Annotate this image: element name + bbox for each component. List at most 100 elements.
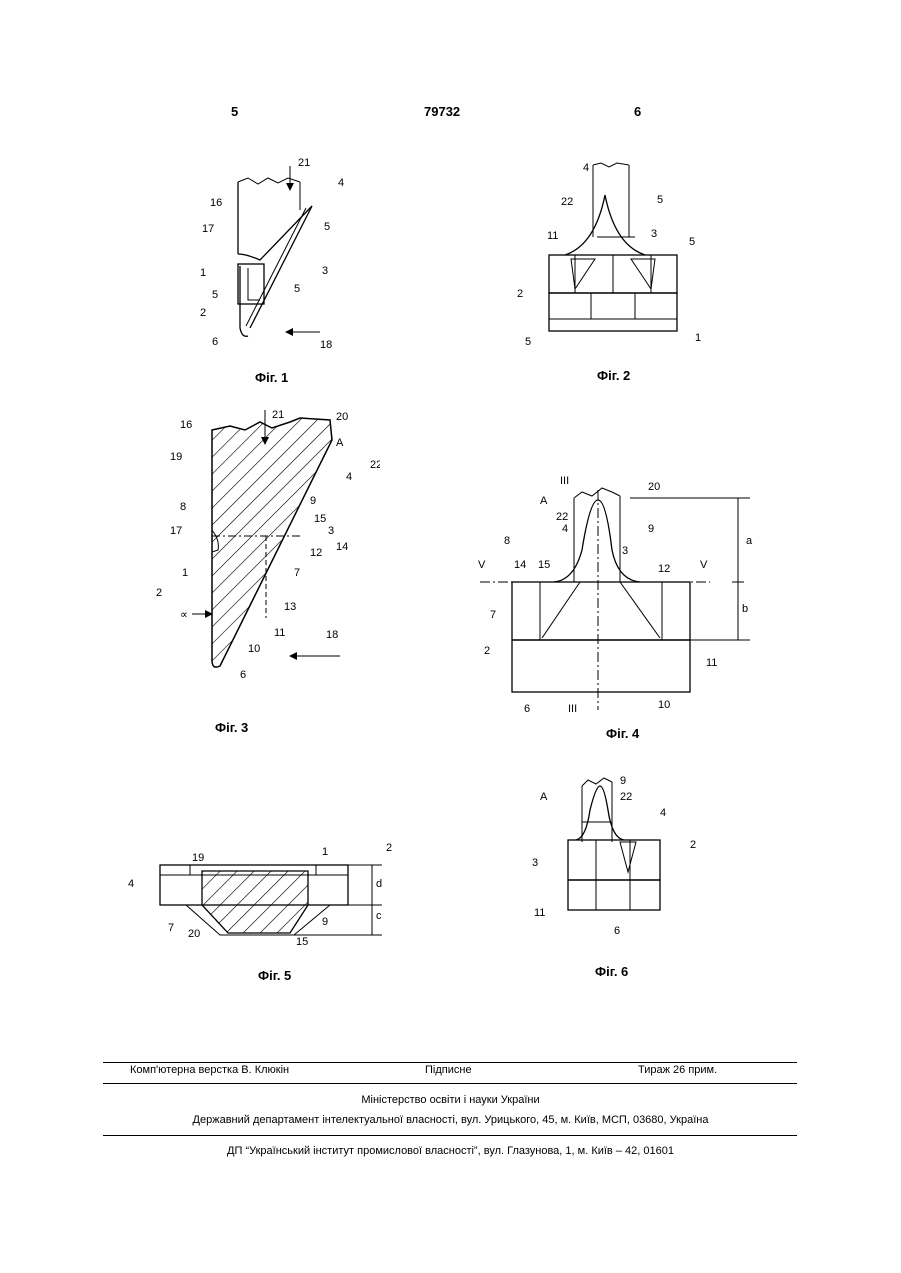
- figure-3-drawing: 21 20 16 A 19 22 4 8 9 15 17 3 12 14 1 7…: [150, 400, 380, 690]
- fig1-label-21: 21: [298, 157, 310, 169]
- fig3-label-17: 17: [170, 525, 182, 537]
- patent-number: 79732: [424, 104, 460, 119]
- fig4-label-III-bottom: III: [568, 703, 577, 715]
- fig5-label-19: 19: [192, 852, 204, 864]
- fig3-label-16: 16: [180, 419, 192, 431]
- fig2-label-5a: 5: [657, 194, 663, 206]
- fig5-label-15: 15: [296, 936, 308, 948]
- fig5-label-2: 2: [386, 842, 392, 854]
- fig3-label-18: 18: [326, 629, 338, 641]
- figure-4-drawing: III 20 A 22 4 9 a 8 15 3 V 14 12 V 7 b 2…: [470, 470, 770, 720]
- figure-5-caption: Фіг. 5: [258, 968, 291, 983]
- fig3-label-12: 12: [310, 547, 322, 559]
- fig5-label-20: 20: [188, 928, 200, 940]
- fig5-label-4: 4: [128, 878, 134, 890]
- fig5-label-d: d: [376, 878, 382, 890]
- fig2-label-3: 3: [651, 228, 657, 240]
- fig2-label-11: 11: [547, 230, 558, 242]
- fig3-label-alpha: ∝: [180, 609, 188, 621]
- fig3-label-11: 11: [274, 627, 285, 639]
- fig4-label-V-right: V: [700, 559, 708, 571]
- fig4-label-15: 15: [538, 559, 550, 571]
- fig1-label-1: 1: [200, 267, 206, 279]
- fig1-label-17: 17: [202, 223, 214, 235]
- fig3-label-21: 21: [272, 409, 284, 421]
- fig1-label-4: 4: [338, 177, 344, 189]
- footer-rule-3: [103, 1135, 797, 1136]
- fig1-label-3: 3: [322, 265, 328, 277]
- fig3-label-14: 14: [336, 541, 348, 553]
- fig2-label-2: 2: [517, 288, 523, 300]
- fig3-label-10: 10: [248, 643, 260, 655]
- fig4-label-20: 20: [648, 481, 660, 493]
- fig3-label-6: 6: [240, 669, 246, 681]
- fig4-label-3: 3: [622, 545, 628, 557]
- figure-2-drawing: 4 22 5 11 3 5 2 5 1: [505, 155, 705, 355]
- right-page-number: 6: [634, 104, 641, 119]
- fig1-label-5a: 5: [324, 221, 330, 233]
- fig6-label-2: 2: [690, 839, 696, 851]
- fig5-label-c: c: [376, 910, 382, 922]
- fig4-label-12: 12: [658, 563, 670, 575]
- figure-3-caption: Фіг. 3: [215, 720, 248, 735]
- fig3-label-13: 13: [284, 601, 296, 613]
- fig3-label-2: 2: [156, 587, 162, 599]
- figure-1-drawing: 21 4 16 17 5 3 1 5 5 2 6 18: [190, 150, 360, 360]
- figure-4-caption: Фіг. 4: [606, 726, 639, 741]
- fig3-label-9: 9: [310, 495, 316, 507]
- fig4-label-9: 9: [648, 523, 654, 535]
- figure-1-caption: Фіг. 1: [255, 370, 288, 385]
- fig2-label-22: 22: [561, 196, 573, 208]
- fig4-label-6: 6: [524, 703, 530, 715]
- footer-rule-1: [103, 1062, 797, 1063]
- fig3-label-22: 22: [370, 459, 380, 471]
- fig1-label-5b: 5: [294, 283, 300, 295]
- fig2-label-4: 4: [583, 162, 589, 174]
- institute-address: ДП “Український інститут промислової вла…: [0, 1145, 901, 1157]
- figure-2-caption: Фіг. 2: [597, 368, 630, 383]
- fig6-label-3: 3: [532, 857, 538, 869]
- fig4-label-22: 22: [556, 511, 568, 523]
- fig3-label-15: 15: [314, 513, 326, 525]
- fig4-label-V-left: V: [478, 559, 486, 571]
- fig2-label-5c: 5: [525, 336, 531, 348]
- left-page-number: 5: [231, 104, 238, 119]
- subscription-note: Підписне: [425, 1064, 472, 1076]
- fig4-label-b: b: [742, 603, 748, 615]
- department-address: Державний департамент інтелектуальної вл…: [0, 1114, 901, 1126]
- fig4-label-III-top: III: [560, 475, 569, 487]
- fig3-label-A: A: [336, 437, 344, 449]
- fig2-label-5b: 5: [689, 236, 695, 248]
- fig4-label-8: 8: [504, 535, 510, 547]
- fig1-label-6: 6: [212, 336, 218, 348]
- fig4-label-14: 14: [514, 559, 526, 571]
- fig5-label-9: 9: [322, 916, 328, 928]
- fig3-label-7: 7: [294, 567, 300, 579]
- fig4-label-2: 2: [484, 645, 490, 657]
- circulation-note: Тираж 26 прим.: [638, 1064, 717, 1076]
- fig6-label-11: 11: [534, 907, 545, 919]
- fig5-label-7: 7: [168, 922, 174, 934]
- fig4-label-7: 7: [490, 609, 496, 621]
- fig6-label-A: A: [540, 791, 548, 803]
- fig4-label-a: a: [746, 535, 753, 547]
- fig5-label-1: 1: [322, 846, 328, 858]
- typesetting-credit: Комп'ютерна верстка В. Клюкін: [130, 1064, 289, 1076]
- fig4-label-A: A: [540, 495, 548, 507]
- figure-6-drawing: 9 A 22 4 2 3 11 6: [520, 770, 720, 945]
- fig4-label-11: 11: [706, 657, 717, 669]
- fig4-label-10: 10: [658, 699, 670, 711]
- fig2-label-1: 1: [695, 332, 701, 344]
- fig3-label-8: 8: [180, 501, 186, 513]
- ministry-name: Міністерство освіти і науки України: [0, 1094, 901, 1106]
- fig6-label-22: 22: [620, 791, 632, 803]
- fig6-label-6: 6: [614, 925, 620, 937]
- fig6-label-4: 4: [660, 807, 666, 819]
- fig1-label-2: 2: [200, 307, 206, 319]
- fig1-label-16: 16: [210, 197, 222, 209]
- figure-5-drawing: 19 1 2 4 d 9 7 c 20 15: [120, 835, 410, 950]
- figure-6-caption: Фіг. 6: [595, 964, 628, 979]
- fig3-label-20: 20: [336, 411, 348, 423]
- fig3-label-4: 4: [346, 471, 352, 483]
- fig3-label-3: 3: [328, 525, 334, 537]
